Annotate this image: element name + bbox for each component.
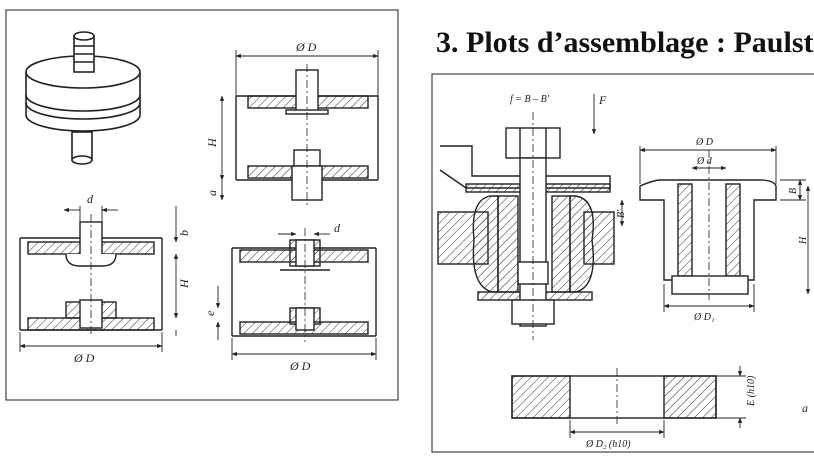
assembly-dimensions <box>591 94 625 227</box>
fig1-a-label: a <box>205 190 219 196</box>
plate-hole-label: Ø D₂ (h10) <box>585 439 631 450</box>
plate-dimensions <box>569 366 746 438</box>
page-marker: a <box>802 401 808 415</box>
assembly-force-label: F <box>598 93 607 107</box>
left-panel-border <box>5 9 399 401</box>
plate-thickness-label: E (h10) <box>746 375 757 407</box>
fig2-section <box>19 214 163 336</box>
plate-section <box>511 368 717 424</box>
mount-profile <box>639 150 777 300</box>
page-title: 3. Plots d’assemblage : Paulstra <box>436 26 814 59</box>
fig2-dimensions <box>19 206 179 352</box>
mount-base-diameter-label: Ø D₁ <box>693 312 714 323</box>
fig1-height-label: H <box>205 137 219 148</box>
mount-dimensions <box>639 146 811 312</box>
fig1-diameter-label: Ø D <box>295 40 317 54</box>
fig3-dimensions <box>215 231 377 360</box>
assembly-section <box>437 112 615 340</box>
fig1-section <box>235 64 379 206</box>
right-panel-border <box>431 73 814 453</box>
plate-right-hatch <box>663 375 717 419</box>
fig2-height-label: H <box>177 278 191 289</box>
mount-b-label: B <box>788 188 799 194</box>
fig3-d-label: d <box>334 221 341 235</box>
assembly-formula: f = B – B′ <box>510 94 550 105</box>
mount-diameter-label: Ø D <box>695 137 714 148</box>
fig3-section <box>231 228 377 342</box>
plate-left-hatch <box>511 375 571 419</box>
mount-h-label: H <box>798 236 809 245</box>
assembly-b-prime-label: B′ <box>616 209 627 218</box>
fig2-b-label: b <box>177 230 191 236</box>
fig3-diameter-label: Ø D <box>289 359 311 373</box>
fig2-diameter-label: Ø D <box>73 351 95 365</box>
mount-inner-diameter-label: Ø d <box>696 156 713 167</box>
fig1-dimensions <box>219 50 379 201</box>
mount-3d-view <box>25 31 141 165</box>
fig2-d-label: d <box>87 192 94 206</box>
fig3-e-label: e <box>203 310 217 316</box>
